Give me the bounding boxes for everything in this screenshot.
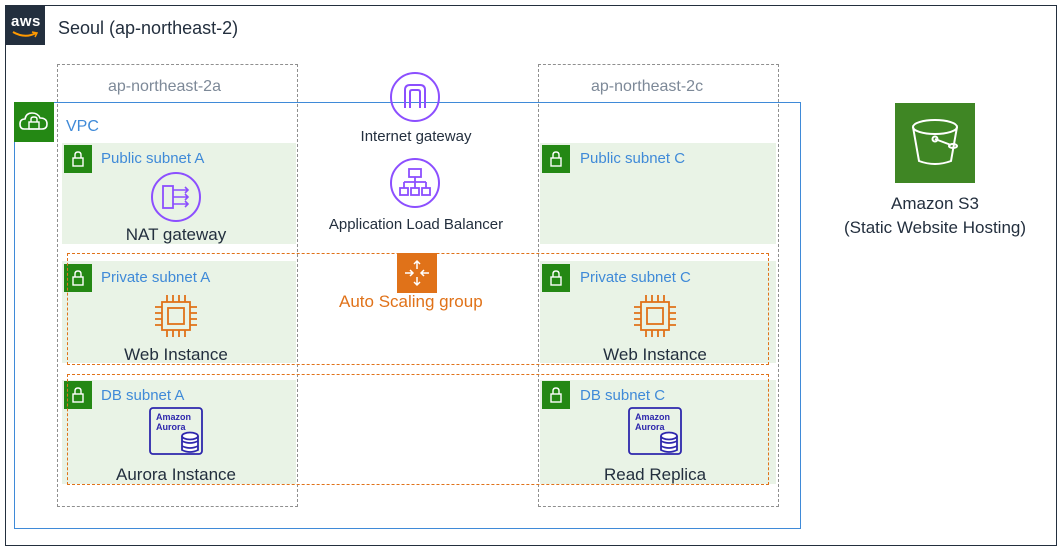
db-subnet-a xyxy=(62,380,296,484)
s3-bucket-icon xyxy=(895,103,975,183)
private-subnet-a-title: Private subnet A xyxy=(101,269,211,286)
aws-logo-text: aws xyxy=(11,13,41,30)
lock-icon xyxy=(542,264,570,292)
region-title: Seoul (ap-northeast-2) xyxy=(58,18,239,38)
internet-gateway-icon xyxy=(389,71,441,128)
s3-label-line2: (Static Website Hosting) xyxy=(843,218,1027,237)
lock-icon xyxy=(542,145,570,173)
s3-label-line1: Amazon S3 xyxy=(891,194,979,213)
availability-zone-c xyxy=(538,64,779,507)
region-boundary xyxy=(5,5,1057,546)
db-subnet-c xyxy=(540,380,776,484)
read-replica-label: Read Replica xyxy=(603,465,707,484)
web-instance-c-label: Web Instance xyxy=(603,345,707,364)
internet-gateway-label: Internet gateway xyxy=(360,128,472,145)
lock-icon xyxy=(64,145,92,173)
private-subnet-c-title: Private subnet C xyxy=(580,269,691,286)
ec2-instance-icon xyxy=(151,291,201,346)
vpc-boundary xyxy=(14,102,801,529)
lock-icon xyxy=(542,381,570,409)
private-subnet-c xyxy=(540,261,776,363)
aurora-database-icon: Amazon Aurora xyxy=(627,406,687,463)
load-balancer-icon xyxy=(389,157,441,214)
db-subnet-c-title: DB subnet C xyxy=(580,387,666,404)
vpc-title: VPC xyxy=(66,118,99,135)
public-subnet-a xyxy=(62,143,296,244)
az-a-title: ap-northeast-2a xyxy=(108,78,221,95)
aws-logo-icon: aws xyxy=(5,5,45,45)
db-subnet-a-title: DB subnet A xyxy=(101,387,185,404)
public-subnet-c-title: Public subnet C xyxy=(580,150,686,167)
nat-gateway-label: NAT gateway xyxy=(125,225,227,244)
public-subnet-a-title: Public subnet A xyxy=(101,150,205,167)
auto-scaling-icon xyxy=(397,253,437,293)
asg-title: Auto Scaling group xyxy=(339,292,483,311)
ec2-instance-icon xyxy=(630,291,680,346)
s3-label: Amazon S3 (Static Website Hosting) xyxy=(840,192,1030,240)
aurora-icon-text-aurora: Aurora xyxy=(635,422,665,432)
aws-smile-icon xyxy=(12,31,38,38)
alb-label: Application Load Balancer xyxy=(328,216,504,233)
nat-gateway-icon xyxy=(150,171,202,228)
web-instance-a-label: Web Instance xyxy=(124,345,228,364)
public-subnet-c xyxy=(540,143,776,244)
aurora-instance-label: Aurora Instance xyxy=(115,465,236,484)
lock-icon xyxy=(64,381,92,409)
aurora-database-icon: Amazon Aurora xyxy=(148,406,208,463)
aurora-icon-text-amazon: Amazon xyxy=(635,412,670,422)
aurora-icon-text-amazon: Amazon xyxy=(156,412,191,422)
az-c-title: ap-northeast-2c xyxy=(591,78,704,95)
private-subnet-a xyxy=(62,261,296,363)
aurora-icon-text-aurora: Aurora xyxy=(156,422,186,432)
availability-zone-a xyxy=(57,64,298,507)
asg-boundary-db xyxy=(67,374,769,485)
vpc-cloud-lock-icon xyxy=(14,102,54,142)
lock-icon xyxy=(64,264,92,292)
